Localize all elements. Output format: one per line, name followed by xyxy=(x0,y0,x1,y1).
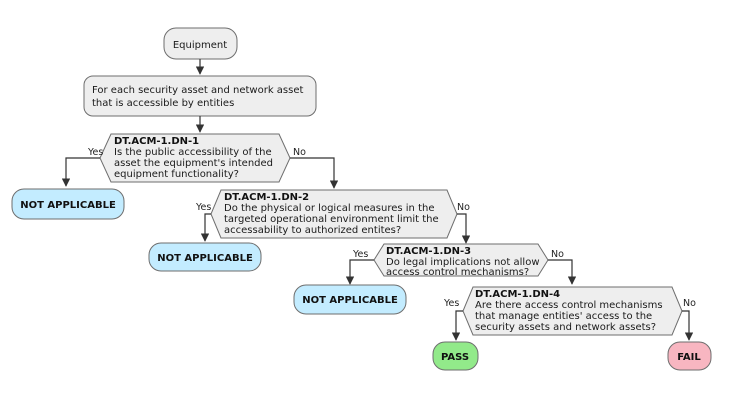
dn1-yes-label: Yes xyxy=(87,147,103,158)
pass-label: PASS xyxy=(441,352,469,363)
dn2-no-label: No xyxy=(457,202,470,213)
dn4-no-label: No xyxy=(683,298,696,309)
start-node: Equipment xyxy=(163,27,238,60)
fail-label: FAIL xyxy=(677,352,701,363)
edge-dn4-yes xyxy=(451,310,463,341)
edge-dn3-no xyxy=(548,259,577,285)
step-node: For each security asset and network asse… xyxy=(83,75,317,117)
decision-dn2: DT.ACM-1.DN-2 Do the physical or logical… xyxy=(210,189,458,239)
edge-dn1-yes xyxy=(61,157,100,187)
start-label: Equipment xyxy=(173,40,227,51)
dn1-line-1: Is the public accessibility of the xyxy=(114,147,272,158)
step-line-1: For each security asset and network asse… xyxy=(92,85,303,96)
outcome-na-2: NOT APPLICABLE xyxy=(148,242,262,272)
na-1-label: NOT APPLICABLE xyxy=(20,200,116,211)
edge-dn2-yes xyxy=(200,213,211,242)
dn1-line-3: equipment functionality? xyxy=(114,169,239,180)
dn2-line-3: accessability to authorized entites? xyxy=(224,225,401,236)
dn2-yes-label: Yes xyxy=(195,202,211,213)
edge-dn3-yes xyxy=(345,259,374,285)
dn4-line-3: security assets and network assets? xyxy=(475,322,656,333)
dn2-id: DT.ACM-1.DN-2 xyxy=(224,192,309,203)
dn3-no-label: No xyxy=(551,249,564,260)
decision-dn4: DT.ACM-1.DN-4 Are there access control m… xyxy=(462,286,683,336)
edge-dn2-no xyxy=(457,213,471,244)
dn4-line-1: Are there access control mechanisms xyxy=(475,300,663,311)
dn3-yes-label: Yes xyxy=(352,249,368,260)
outcome-na-3: NOT APPLICABLE xyxy=(293,284,407,315)
outcome-na-1: NOT APPLICABLE xyxy=(11,188,125,220)
dn1-id: DT.ACM-1.DN-1 xyxy=(114,136,199,147)
dn3-id: DT.ACM-1.DN-3 xyxy=(386,246,471,257)
dn2-line-1: Do the physical or logical measures in t… xyxy=(224,203,434,214)
edge-dn1-no xyxy=(290,157,339,189)
dn2-line-2: targeted operational environment limit t… xyxy=(224,214,439,225)
outcome-fail: FAIL xyxy=(667,341,712,371)
step-line-2: that is accessible by entities xyxy=(92,98,234,109)
edge-dn4-no xyxy=(682,310,694,341)
dn1-line-2: asset the equipment's intended xyxy=(114,158,273,169)
dn3-line-2: access control mechanisms? xyxy=(386,267,529,278)
dn3-line-1: Do legal implications not allow xyxy=(386,257,540,268)
dn4-line-2: that manage entities' access to the xyxy=(475,311,652,322)
dn4-yes-label: Yes xyxy=(443,298,459,309)
outcome-pass: PASS xyxy=(432,341,479,371)
na-2-label: NOT APPLICABLE xyxy=(157,253,253,264)
dn4-id: DT.ACM-1.DN-4 xyxy=(475,289,560,300)
na-3-label: NOT APPLICABLE xyxy=(302,295,398,306)
decision-dn3: DT.ACM-1.DN-3 Do legal implications not … xyxy=(373,243,549,278)
dn1-no-label: No xyxy=(293,147,306,158)
decision-dn1: DT.ACM-1.DN-1 Is the public accessibilit… xyxy=(99,133,291,183)
